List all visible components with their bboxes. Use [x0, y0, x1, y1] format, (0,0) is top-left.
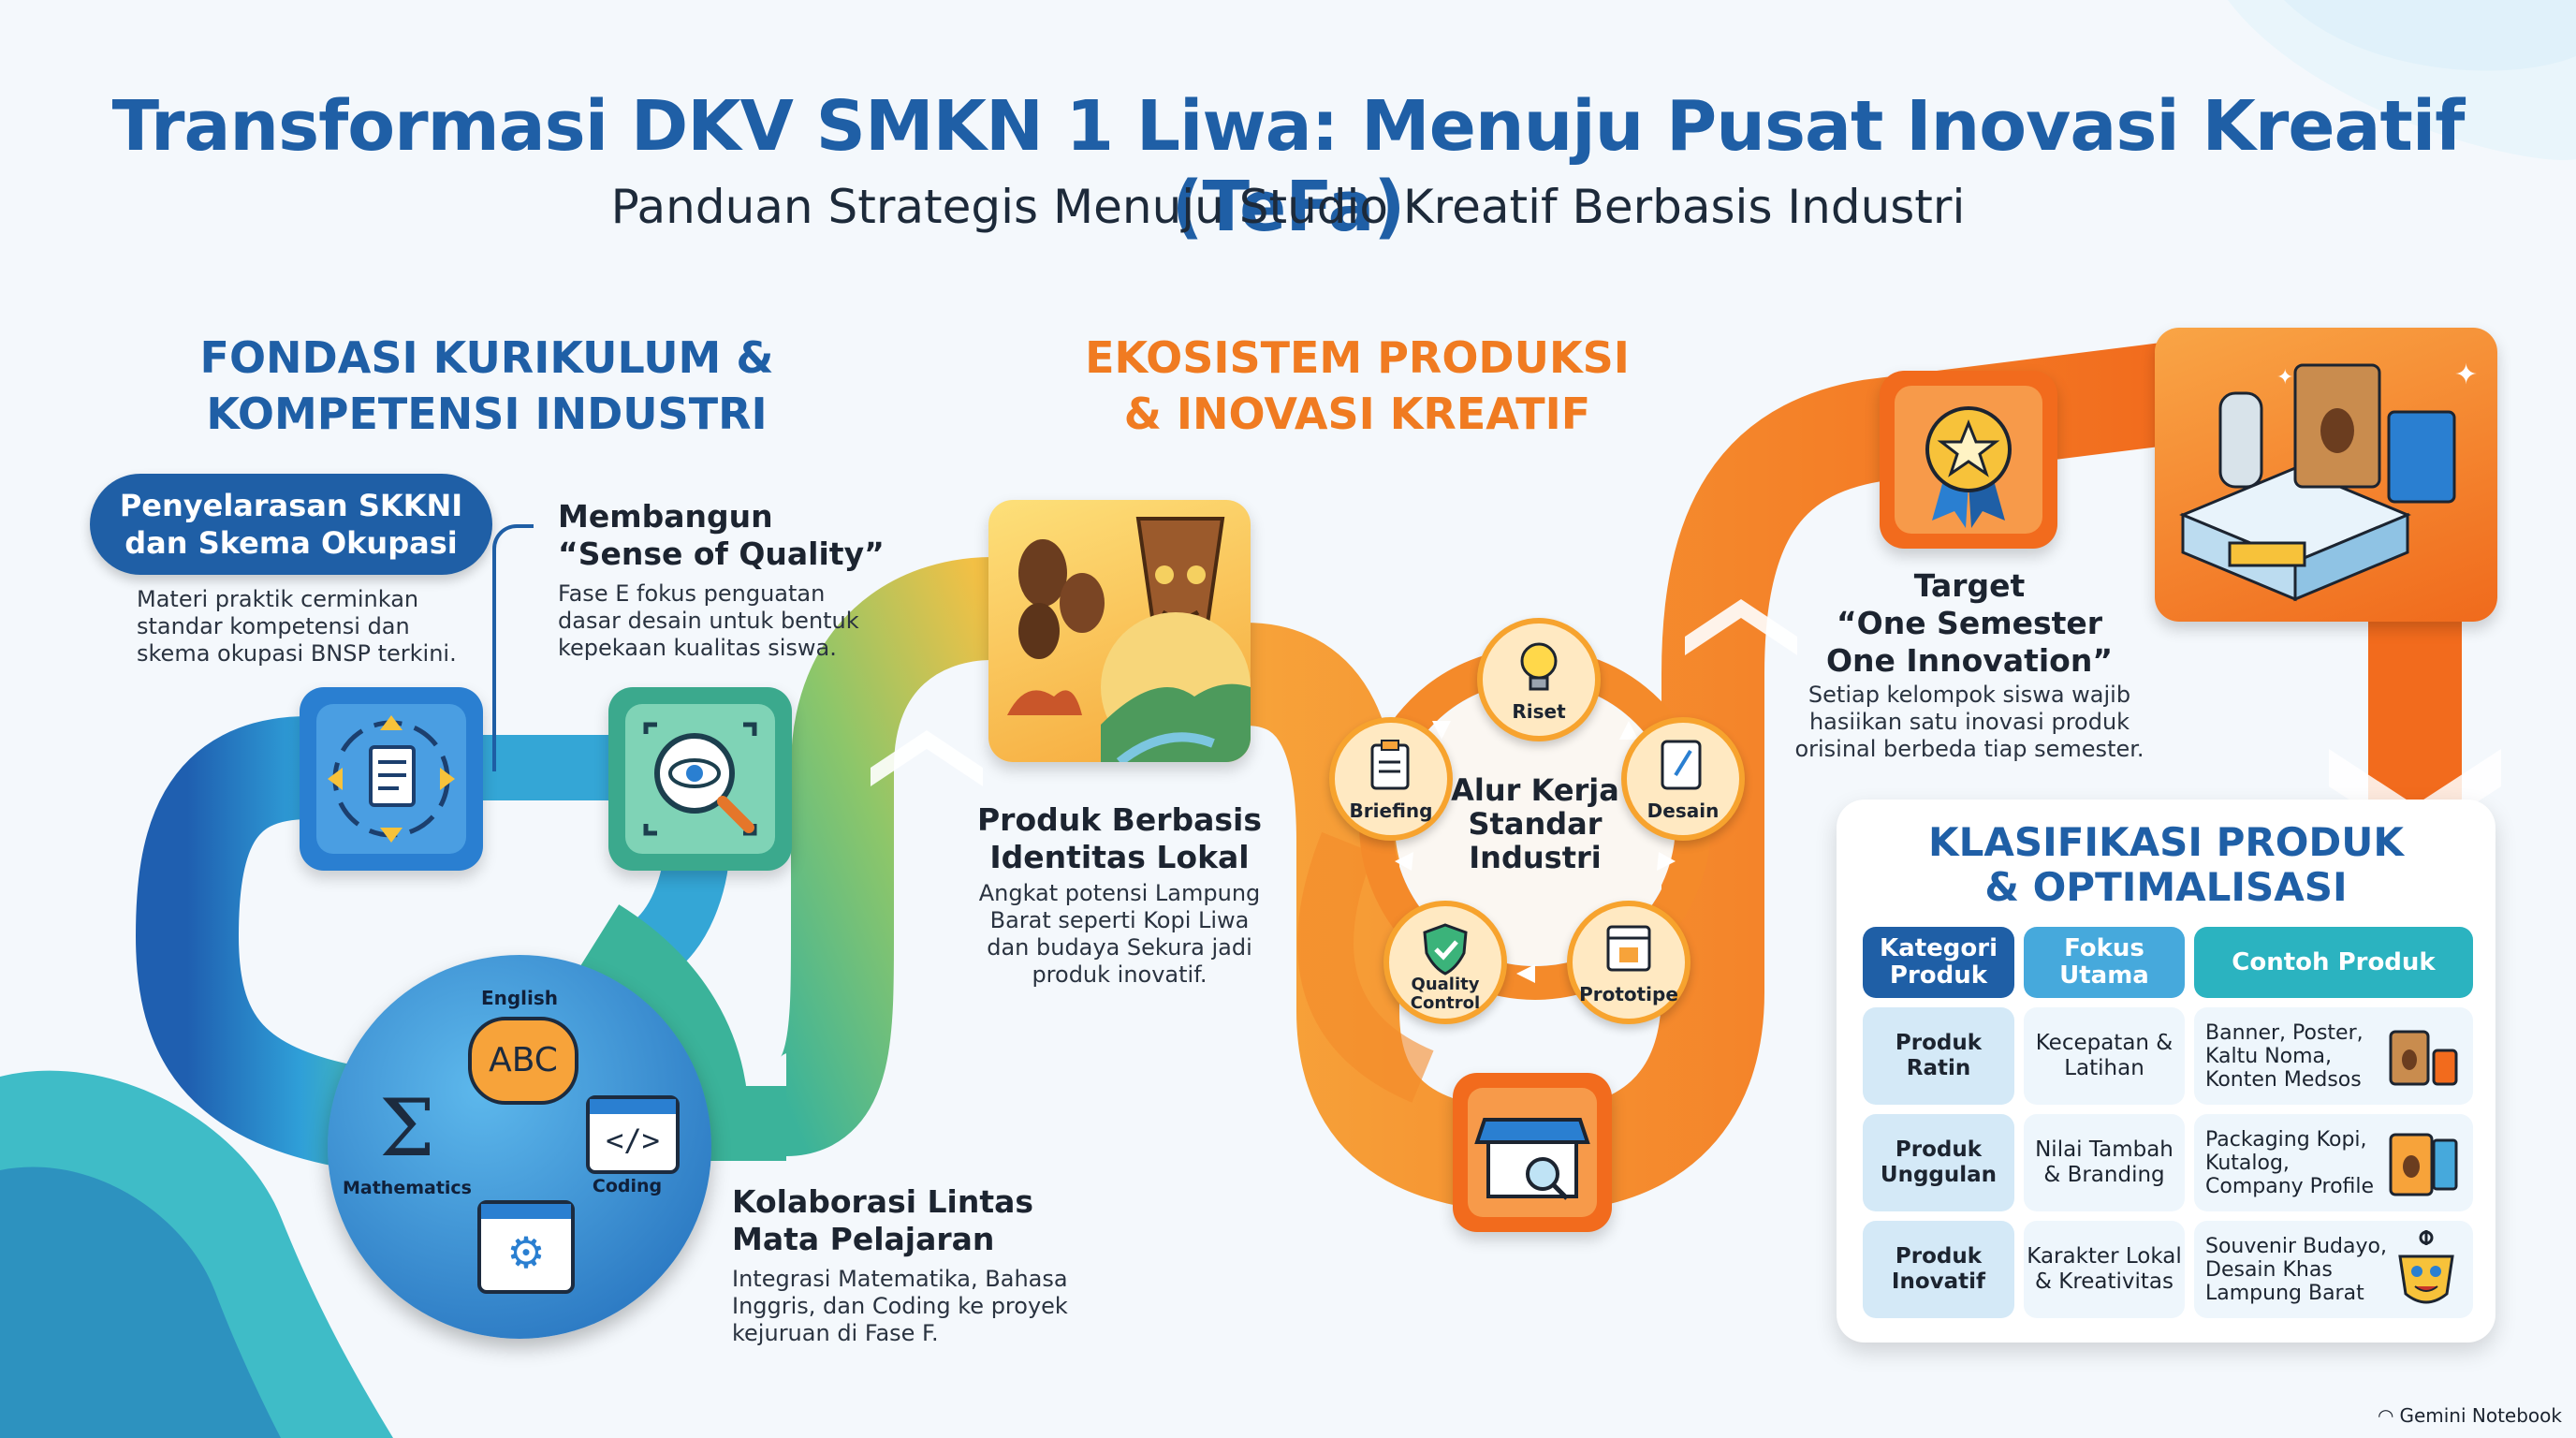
coding-label: Coding — [592, 1176, 663, 1196]
coffee-bag-cup-icon — [2389, 1030, 2458, 1086]
table-header-example: Contoh Produk — [2194, 927, 2473, 998]
collab-title: Kolaborasi Lintas Mata Pelajaran — [732, 1183, 1034, 1257]
workflow-center-label: Alur Kerja Standar Industri — [1451, 772, 1619, 875]
3d-printer-icon — [1606, 925, 1651, 972]
classification-card: KLASIFIKASI PRODUK & OPTIMALISASI Katego… — [1837, 800, 2496, 1343]
page-subtitle: Panduan Strategis Menuju Studio Kreatif … — [610, 180, 1966, 234]
table-row-2-example: Packaging Kopi, Kutalog, Company Profile — [2194, 1114, 2473, 1211]
target-title: Target “One Semester One Innovation” — [1825, 567, 2114, 679]
local-product-description: Angkat potensi Lampung Barat seperti Kop… — [978, 880, 1261, 988]
coffee-package-icon — [2389, 1133, 2458, 1196]
shield-check-icon — [1423, 923, 1468, 976]
table-row-2-category: Produk Unggulan — [1863, 1114, 2014, 1211]
workflow-step-briefing: Briefing — [1329, 717, 1453, 841]
code-window-icon: </> — [586, 1095, 680, 1174]
foundation-heading: FONDASI KURIKULUM & KOMPETENSI INDUSTRI — [199, 332, 774, 439]
page-title: Transformasi DKV SMKN 1 Liwa: Menuju Pus… — [111, 86, 2466, 247]
local-product-title: Produk Berbasis Identitas Lokal — [977, 801, 1262, 875]
table-header-category: Kategori Produk — [1863, 927, 2014, 998]
table-row-1-category: Produk Ratin — [1863, 1007, 2014, 1105]
eye-magnifier-icon — [625, 704, 775, 854]
mathematics-label: Mathematics — [342, 1178, 472, 1198]
tablet-icon — [1661, 740, 1702, 790]
medal-icon — [1895, 386, 2042, 534]
table-row-1-example: Banner, Poster, Kaltu Noma, Konten Medso… — [2194, 1007, 2473, 1105]
workflow-step-quality-control: Quality Control — [1383, 901, 1507, 1024]
workflow-step-prototipe: Prototipe — [1567, 901, 1690, 1024]
ecosystem-heading: EKOSISTEM PRODUKSI & INOVASI KREATIF — [1085, 332, 1630, 439]
storefront-tile — [1453, 1073, 1612, 1232]
quality-description: Fase E fokus penguatan dasar desain untu… — [558, 580, 859, 661]
abc-label: ABC — [489, 1041, 558, 1079]
table-row-3-focus: Karakter Lokal & Kreativitas — [2024, 1221, 2185, 1318]
coffee-mask-illustration — [1007, 517, 1251, 762]
settings-window-icon: ⚙ — [477, 1200, 575, 1294]
table-row-3-example: Souvenir Budayo, Desain Khas Lampung Bar… — [2194, 1221, 2473, 1318]
skkni-pill: Penyelarasan SKKNI dan Skema Okupasi — [90, 474, 492, 575]
skkni-description: Materi praktik cerminkan standar kompete… — [137, 586, 457, 667]
quality-inspection-tile — [608, 687, 792, 871]
classification-heading: KLASIFIKASI PRODUK & OPTIMALISASI — [1928, 819, 2404, 910]
subjects-circle: English ABC Σ Mathematics </> Coding ⚙ — [328, 955, 711, 1339]
speech-bubble-icon: ABC — [468, 1017, 578, 1105]
clipboard-icon — [1370, 740, 1410, 790]
document-cycle-tile — [300, 687, 483, 871]
workflow-step-desain: Desain — [1621, 717, 1745, 841]
sekura-mask-icon — [2398, 1230, 2454, 1304]
target-description: Setiap kelompok siswa wajib hasiikan sat… — [1794, 682, 2144, 762]
local-identity-image — [988, 500, 1251, 762]
lightbulb-icon — [1520, 642, 1558, 691]
sigma-icon: Σ — [379, 1082, 435, 1174]
english-label: English — [480, 987, 559, 1009]
product-mockups-illustration: ✦ ✦ — [2179, 359, 2478, 602]
medal-tile — [1880, 371, 2057, 549]
table-row-2-focus: Nilai Tambah & Branding — [2024, 1114, 2185, 1211]
collab-description: Integrasi Matematika, Bahasa Inggris, da… — [732, 1266, 1068, 1346]
table-row-1-focus: Kecepatan & Latihan — [2024, 1007, 2185, 1105]
brand-footer: ◠ Gemini Notebook — [2378, 1404, 2562, 1427]
svg-text:✦: ✦ — [2454, 359, 2478, 391]
gemini-logo-icon: ◠ — [2378, 1404, 2394, 1427]
document-cycle-icon — [316, 704, 466, 854]
connector-line — [492, 524, 534, 771]
storefront-icon — [1468, 1088, 1597, 1217]
workflow-step-riset: Riset — [1477, 618, 1601, 741]
svg-text:✦: ✦ — [2276, 366, 2293, 389]
product-showcase-image: ✦ ✦ — [2155, 328, 2497, 622]
table-header-focus: Fokus Utama — [2024, 927, 2185, 998]
table-row-3-category: Produk Inovatif — [1863, 1221, 2014, 1318]
quality-title: Membangun “Sense of Quality” — [558, 498, 885, 572]
